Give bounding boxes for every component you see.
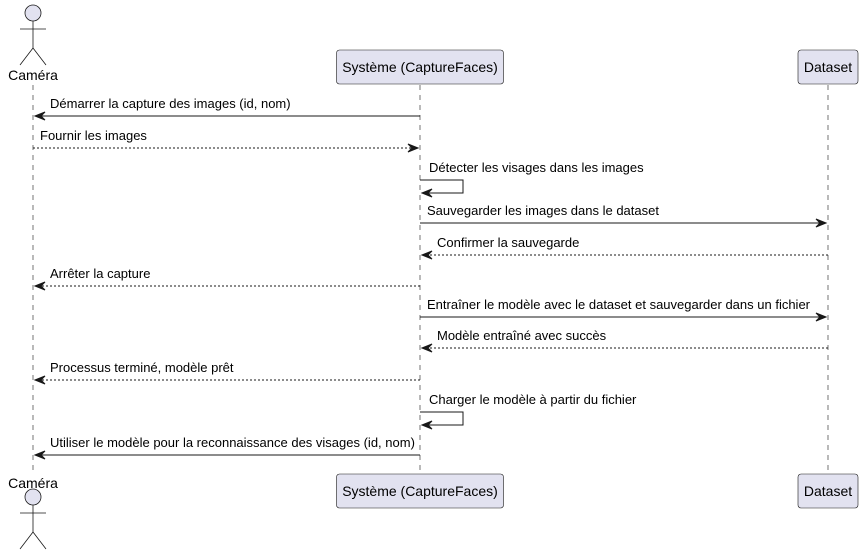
message-1: Démarrer la capture des images (id, nom)	[33, 96, 420, 121]
self-message-arrow	[420, 179, 464, 194]
message-11: Utiliser le modèle pour la reconnaissanc…	[33, 435, 420, 460]
message-3: Détecter les visages dans les images	[420, 160, 644, 198]
message-6: Arrêter la capture	[33, 266, 420, 291]
message-label: Confirmer la sauvegarde	[437, 235, 579, 250]
message-label: Arrêter la capture	[50, 266, 150, 281]
self-message-arrow	[420, 411, 464, 426]
message-label: Charger le modèle à partir du fichier	[429, 392, 637, 407]
participant-dataset-bottom: Dataset	[797, 473, 859, 509]
participant-label: Système (CaptureFaces)	[342, 59, 498, 75]
message-label: Processus terminé, modèle prêt	[50, 360, 234, 375]
actor-camera-bottom: Caméra	[8, 475, 58, 550]
message-label: Détecter les visages dans les images	[429, 160, 644, 175]
participant-label: Système (CaptureFaces)	[342, 483, 498, 499]
message-9: Processus terminé, modèle prêt	[33, 360, 420, 385]
message-5: Confirmer la sauvegarde	[420, 235, 828, 260]
participant-system-bottom: Système (CaptureFaces)	[336, 473, 504, 509]
message-label: Entraîner le modèle avec le dataset et s…	[427, 297, 811, 312]
message-7: Entraîner le modèle avec le dataset et s…	[420, 297, 828, 322]
message-2: Fournir les images	[33, 128, 420, 153]
actor-label: Caméra	[8, 475, 58, 491]
message-label: Fournir les images	[40, 128, 147, 143]
actor-icon	[19, 4, 47, 66]
participant-label: Dataset	[804, 59, 852, 75]
message-label: Modèle entraîné avec succès	[437, 328, 607, 343]
actor-label: Caméra	[8, 67, 58, 83]
participant-dataset-top: Dataset	[797, 49, 859, 85]
participant-system-top: Système (CaptureFaces)	[336, 49, 504, 85]
message-label: Démarrer la capture des images (id, nom)	[50, 96, 291, 111]
message-label: Sauvegarder les images dans le dataset	[427, 203, 659, 218]
participant-label: Dataset	[804, 483, 852, 499]
message-4: Sauvegarder les images dans le dataset	[420, 203, 828, 228]
lifelines	[32, 85, 829, 474]
actor-camera-top: Caméra	[8, 4, 58, 83]
message-label: Utiliser le modèle pour la reconnaissanc…	[50, 435, 415, 450]
message-10: Charger le modèle à partir du fichier	[420, 392, 637, 430]
message-8: Modèle entraîné avec succès	[420, 328, 828, 353]
actor-icon	[19, 488, 47, 550]
messages: Démarrer la capture des images (id, nom)…	[33, 96, 828, 460]
